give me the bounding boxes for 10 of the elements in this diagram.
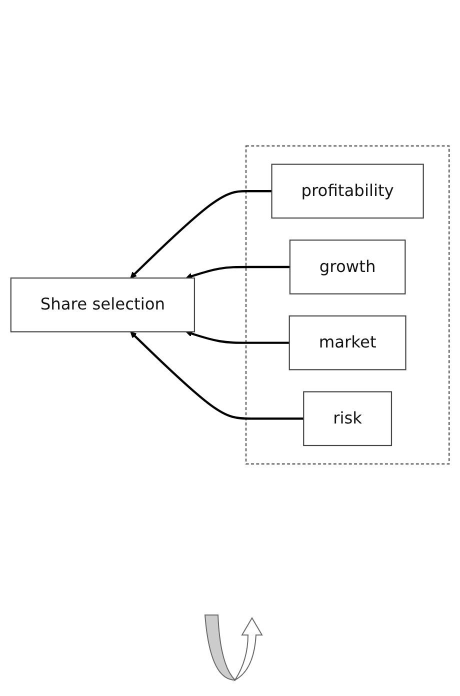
node-box: profitability — [271, 164, 424, 219]
arrow — [130, 332, 304, 420]
node-box: risk — [303, 391, 392, 446]
arrow — [130, 190, 272, 278]
node-box: Share selection — [10, 278, 196, 332]
cluster — [245, 145, 450, 465]
arrow — [186, 266, 290, 280]
arrow — [186, 330, 290, 344]
node-box: market — [288, 315, 406, 370]
node-box: growth — [289, 240, 406, 294]
